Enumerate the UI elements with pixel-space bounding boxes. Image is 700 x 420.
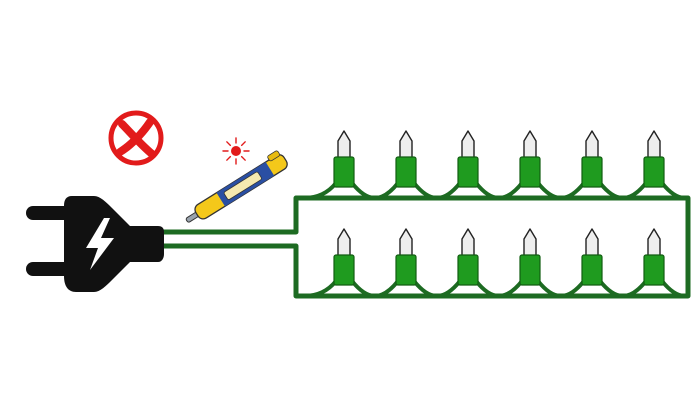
bulb-glass xyxy=(647,130,661,160)
mini-light-bulb-icon xyxy=(519,130,541,188)
mini-light-bulb-icon xyxy=(457,130,479,188)
bulb-socket xyxy=(581,254,603,286)
bulb-glass xyxy=(399,228,413,258)
circuit-loop-wire xyxy=(293,195,691,299)
bulb-glass xyxy=(585,130,599,160)
bulb-glass xyxy=(523,228,537,258)
mini-light-bulb-icon xyxy=(643,228,665,286)
plug-prong-bottom xyxy=(26,262,72,276)
bulb-glass xyxy=(461,130,475,160)
bulb-socket xyxy=(333,254,355,286)
tester-clip xyxy=(267,150,280,162)
lightning-bolt-icon xyxy=(86,218,114,270)
indicator-dot xyxy=(231,146,241,156)
bulb-socket xyxy=(643,156,665,188)
bulb-socket xyxy=(395,254,417,286)
power-plug-icon xyxy=(26,196,164,292)
bulb-glass xyxy=(523,130,537,160)
bulb-glass xyxy=(399,130,413,160)
mini-light-bulb-icon xyxy=(581,130,603,188)
indicator-ray xyxy=(240,155,246,161)
indicator-ray xyxy=(240,141,246,147)
indicator-rays xyxy=(222,137,250,165)
red-cross-icon xyxy=(108,110,164,166)
red-indicator-light-icon xyxy=(222,137,250,165)
mini-light-bulb-icon xyxy=(395,130,417,188)
bulb-glass xyxy=(585,228,599,258)
bulb-socket xyxy=(519,254,541,286)
plug-body xyxy=(64,196,164,292)
mini-light-bulb-icon xyxy=(643,130,665,188)
mini-light-bulb-icon xyxy=(395,228,417,286)
indicator-ray xyxy=(226,155,232,161)
bulb-socket xyxy=(457,254,479,286)
bulb-socket xyxy=(519,156,541,188)
indicator-ray xyxy=(226,141,232,147)
bulb-socket xyxy=(643,254,665,286)
plug-prong-top xyxy=(26,206,72,220)
mini-light-bulb-icon xyxy=(333,228,355,286)
bulb-glass xyxy=(337,130,351,160)
mini-light-bulb-icon xyxy=(581,228,603,286)
bulb-glass xyxy=(461,228,475,258)
cross-circle xyxy=(108,110,164,166)
bulb-wire-loops xyxy=(302,279,687,299)
tester-window xyxy=(223,171,262,200)
mini-light-bulb-icon xyxy=(519,228,541,286)
bulb-socket xyxy=(457,156,479,188)
bulb-glass xyxy=(647,228,661,258)
bulb-glass xyxy=(337,228,351,258)
voltage-tester-pen-icon xyxy=(185,150,288,223)
bulb-socket xyxy=(333,156,355,188)
bulb-row xyxy=(302,228,687,299)
bulb-wire-loops xyxy=(302,181,687,201)
mini-light-bulb-icon xyxy=(457,228,479,286)
mini-light-bulb-icon xyxy=(333,130,355,188)
cross-mark xyxy=(116,118,156,158)
circuit-wires xyxy=(157,195,691,299)
bulb-socket xyxy=(395,156,417,188)
light-bulb-string xyxy=(302,130,687,299)
bulb-row xyxy=(302,130,687,201)
bulb-socket xyxy=(581,156,603,188)
